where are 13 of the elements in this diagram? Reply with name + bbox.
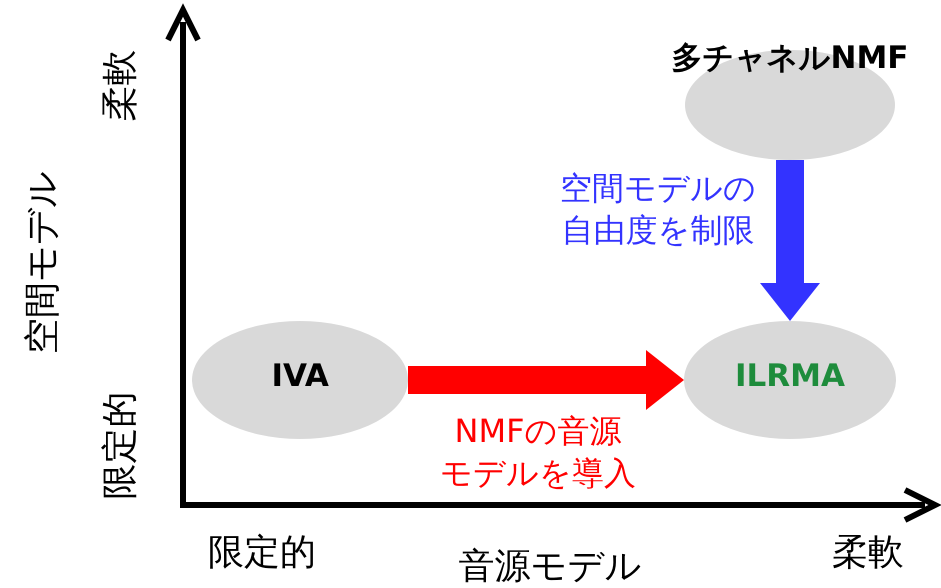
axis-tick-label: 限定的 [208, 530, 316, 574]
ellipse-node [190, 320, 410, 440]
axis-tick-label: 限定的 [98, 391, 142, 499]
axis-tick-label: 柔軟 [832, 530, 904, 574]
axis-title: 空間モデル [20, 170, 64, 354]
block-arrow [760, 160, 820, 321]
ellipse-node [683, 320, 897, 440]
node-label: 多チャネルNMF [672, 39, 908, 78]
node-label: IVA [272, 358, 329, 394]
axis-title: 音源モデル [458, 544, 642, 588]
node-label: ILRMA [735, 358, 845, 394]
axis-tick-label: 柔軟 [98, 49, 142, 121]
block-arrow [408, 350, 684, 410]
